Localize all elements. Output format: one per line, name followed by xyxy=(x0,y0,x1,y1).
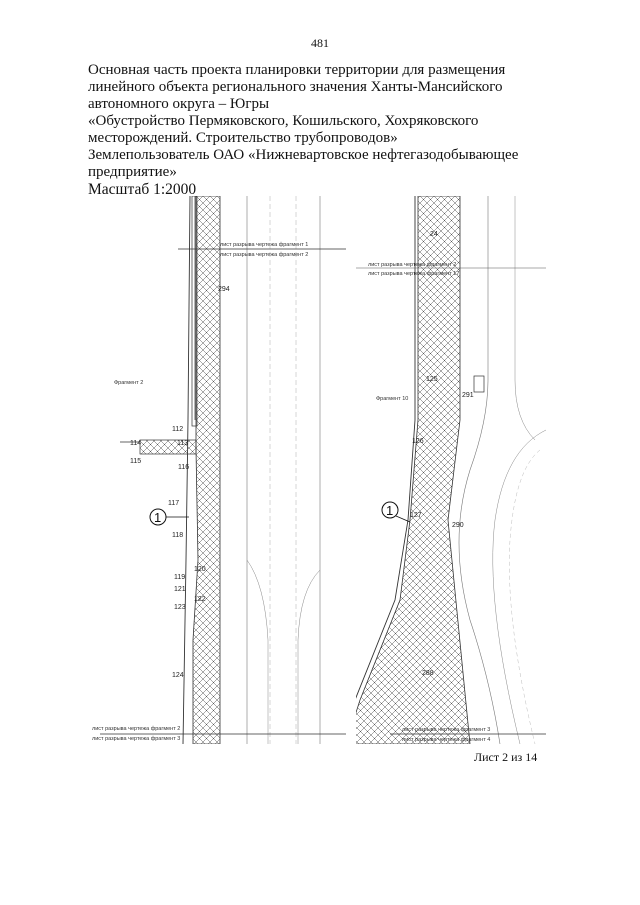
point-label: 118 xyxy=(172,532,183,539)
title-line: Землепользователь ОАО «Нижневартовское н… xyxy=(88,147,519,163)
fragment-label: Фрагмент 2 xyxy=(114,380,143,386)
left-boundary-line xyxy=(182,196,191,744)
point-label: 126 xyxy=(412,438,424,445)
point-label: 123 xyxy=(174,604,186,611)
left-structure xyxy=(191,196,198,427)
point-label: 117 xyxy=(168,500,179,507)
break-label: лист разрыва чертежа фрагмент 2 xyxy=(368,262,456,268)
point-label: 115 xyxy=(130,458,141,465)
road-branch xyxy=(246,559,269,744)
point-label: 288 xyxy=(422,670,434,677)
break-label: лист разрыва чертежа фрагмент 2 xyxy=(220,252,308,258)
point-label: 125 xyxy=(426,376,438,383)
point-label: 121 xyxy=(174,586,186,593)
point-label: 124 xyxy=(172,672,184,679)
scale-label: Масштаб 1:2000 xyxy=(88,181,197,198)
fragment-label: Фрагмент 10 xyxy=(376,396,408,402)
point-label: 112 xyxy=(172,426,183,433)
right-boundary-line xyxy=(356,196,416,699)
right-structure xyxy=(473,375,485,393)
title-line: автономного округа – Югры xyxy=(88,96,270,112)
break-label: лист разрыва чертежа фрагмент 1 xyxy=(220,242,308,248)
callout-number: 1 xyxy=(386,503,393,518)
road-line xyxy=(509,449,541,744)
road-line xyxy=(514,196,536,441)
break-label: лист разрыва чертежа фрагмент 17 xyxy=(368,271,459,277)
left-hatched-corridor xyxy=(192,196,221,744)
point-label: 24 xyxy=(430,231,438,238)
point-label: 291 xyxy=(462,392,474,399)
point-label: 116 xyxy=(178,464,189,471)
callout-marker: 1 xyxy=(381,501,411,523)
point-label: 114 xyxy=(130,440,141,447)
title-line: линейного объекта регионального значения… xyxy=(88,79,503,95)
sheet-number: Лист 2 из 14 xyxy=(474,750,538,764)
point-label: 113 xyxy=(177,440,188,447)
break-label: лист разрыва чертежа фрагмент 2 xyxy=(92,726,180,732)
point-label: 294 xyxy=(218,286,230,293)
point-label: 119 xyxy=(174,574,185,581)
callout-marker: 1 xyxy=(149,508,189,526)
road-branch xyxy=(297,569,321,744)
right-fragment xyxy=(356,196,546,744)
left-fragment xyxy=(100,196,346,744)
title-line: месторождений. Строительство трубопровод… xyxy=(88,130,398,146)
road-line xyxy=(458,196,501,744)
title-line: предприятие» xyxy=(88,164,177,180)
point-label: 120 xyxy=(194,566,206,573)
right-hatched-corridor xyxy=(356,196,471,744)
title-line: «Обустройство Пермяковского, Кошильского… xyxy=(88,113,479,129)
break-label: лист разрыва чертежа фрагмент 3 xyxy=(92,736,180,742)
break-label: лист разрыва чертежа фрагмент 3 xyxy=(402,727,490,733)
title-line: Основная часть проекта планировки террит… xyxy=(88,62,506,78)
road-line xyxy=(492,429,546,744)
callout-number: 1 xyxy=(154,510,161,525)
point-label: 122 xyxy=(194,596,206,603)
page-number: 481 xyxy=(311,36,329,50)
side-spur xyxy=(139,439,197,455)
point-label: 290 xyxy=(452,522,464,529)
document-title: Основная часть проекта планировки террит… xyxy=(88,62,558,181)
break-label: лист разрыва чертежа фрагмент 4 xyxy=(402,737,490,743)
point-label: 127 xyxy=(410,512,422,519)
